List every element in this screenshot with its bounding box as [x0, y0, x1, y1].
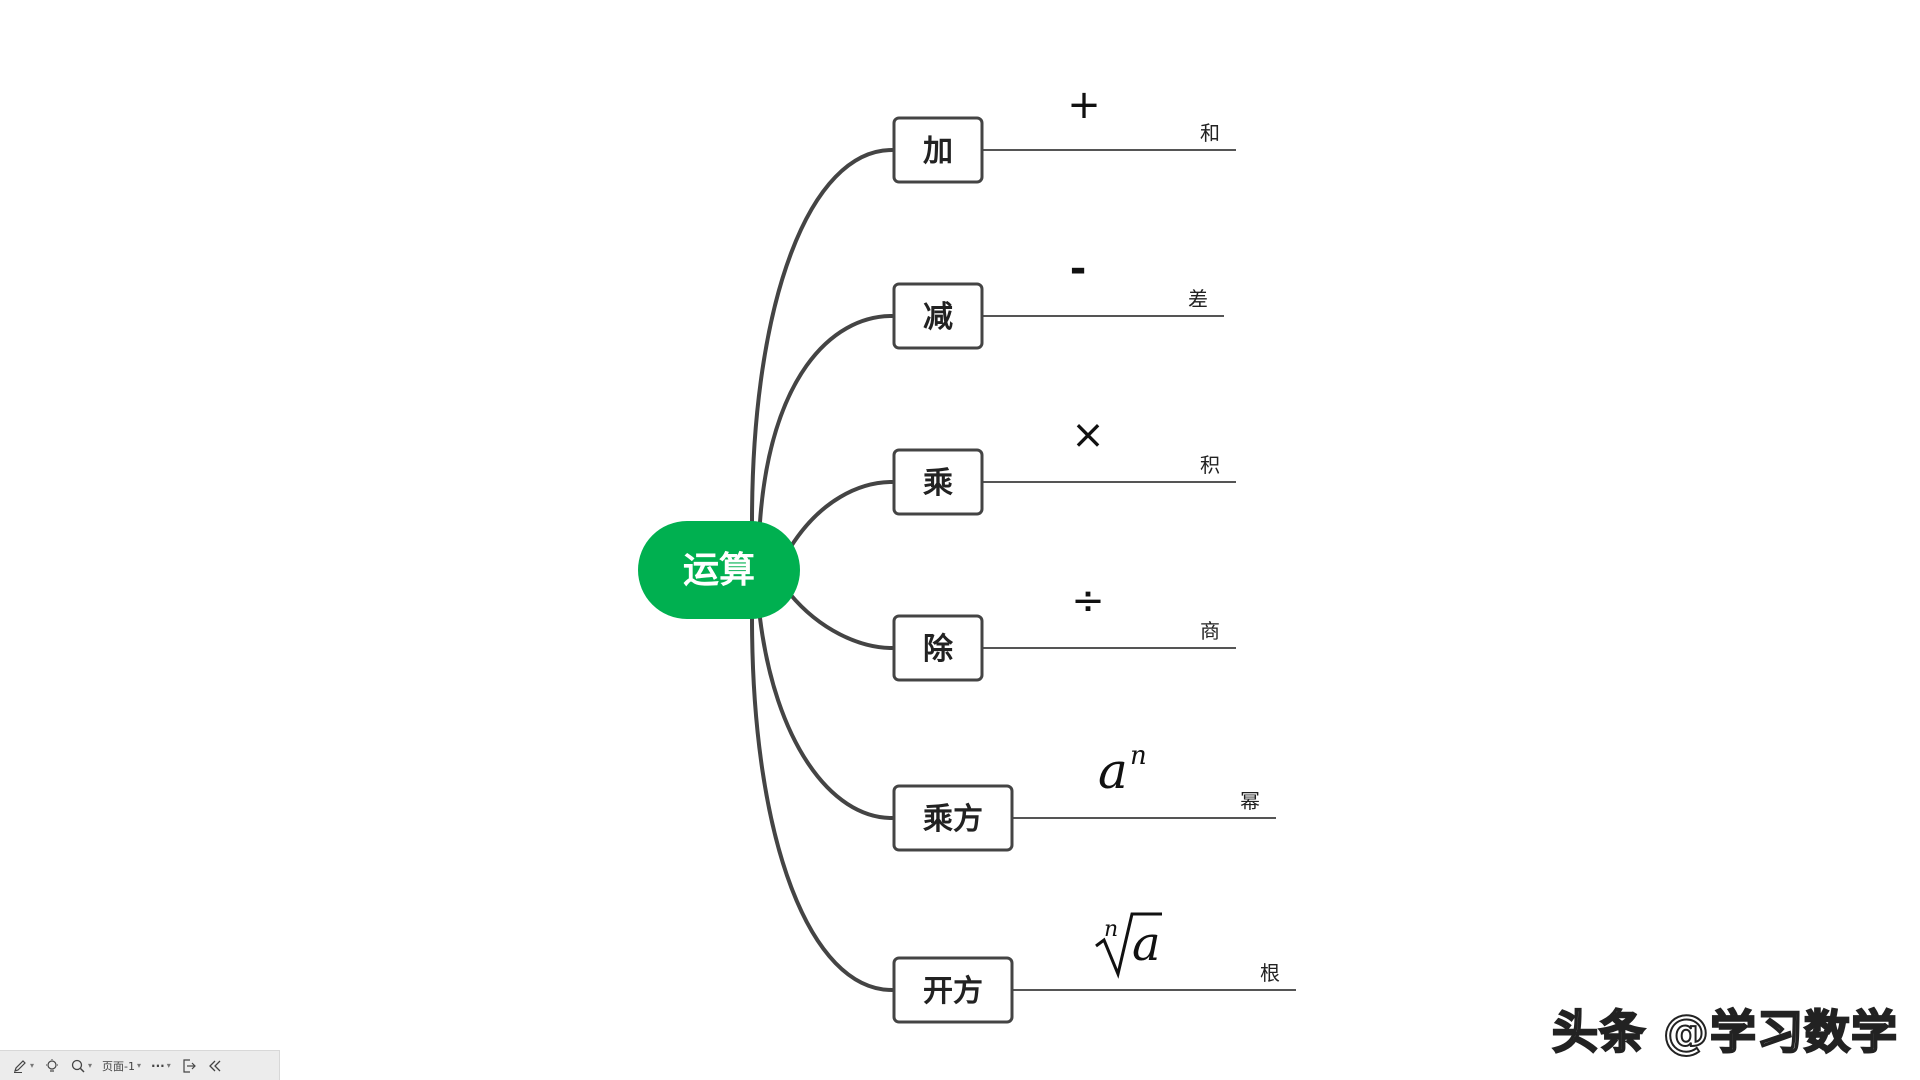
page-selector[interactable]: 页面-1 ▾ [102, 1058, 141, 1074]
result-label-mi: 幂 [1240, 789, 1260, 813]
branch-node-label: 减 [923, 300, 953, 335]
connector-lines [750, 148, 894, 992]
branch-node-label: 开方 [923, 974, 983, 1009]
result-label-ji: 积 [1200, 453, 1220, 477]
radical-sign-icon [1095, 912, 1162, 979]
power-exponent: n [1130, 741, 1147, 771]
branch-node-shape [892, 956, 1014, 1024]
chevron-down-icon: ▾ [30, 1061, 35, 1070]
branch-node-label: 乘 [923, 466, 953, 501]
branch-node-shape [892, 448, 984, 516]
bottom-toolbar: ▾ ▾ 页面-1 ▾ ··· ▾ [0, 1050, 280, 1080]
ellipsis-icon: ··· [151, 1058, 165, 1073]
branch-node-jia[interactable]: 加 [892, 116, 984, 184]
watermark: 头条 @学习数学 [1551, 1004, 1898, 1060]
branch-node-shape [892, 282, 984, 350]
root-node-label: 运算 [683, 550, 755, 591]
laser-pointer-button[interactable] [44, 1058, 60, 1074]
result-label-he: 和 [1200, 121, 1220, 145]
result-label-shang: 商 [1200, 619, 1220, 643]
branch-node-label: 乘方 [923, 802, 983, 837]
result-label-gen: 根 [1260, 961, 1280, 985]
exit-icon [183, 1058, 196, 1073]
connector-chu [788, 592, 894, 650]
branch-node-jian[interactable]: 减 [892, 282, 984, 350]
pen-icon [14, 1059, 26, 1073]
leaf-lines [982, 149, 1296, 991]
symbol-minus: - [1070, 246, 1087, 292]
pen-tool-button[interactable]: ▾ [12, 1058, 34, 1074]
branch-node-label: 加 [923, 134, 953, 169]
root-node-shape [638, 521, 800, 619]
result-label-cha: 差 [1188, 287, 1208, 311]
power-base: a [1098, 742, 1128, 800]
symbol-root: n a [1095, 912, 1162, 979]
symbol-plus: + [1067, 82, 1101, 128]
branch-node-chu[interactable]: 除 [892, 614, 984, 682]
symbol-power: a n [1098, 741, 1147, 800]
connector-jia [750, 148, 894, 524]
branch-node-shape [892, 614, 984, 682]
more-button[interactable]: ··· ▾ [151, 1059, 171, 1073]
root-index: n [1104, 917, 1118, 942]
branch-node-chengfang[interactable]: 乘方 [892, 784, 1014, 852]
lightbulb-icon [46, 1058, 59, 1072]
branch-node-cheng[interactable]: 乘 [892, 448, 984, 516]
exit-button[interactable] [181, 1058, 197, 1074]
root-node[interactable]: 运算 [638, 521, 800, 619]
collapse-button[interactable] [207, 1058, 223, 1074]
chevron-down-icon: ▾ [88, 1061, 93, 1070]
branch-node-shape [892, 784, 1014, 852]
symbol-divide: ÷ [1071, 578, 1105, 624]
connector-cheng [788, 480, 894, 550]
magnifier-icon [71, 1059, 85, 1073]
chevron-down-icon: ▾ [166, 1061, 171, 1070]
branch-node-shape [892, 116, 984, 184]
symbol-times: × [1071, 412, 1105, 458]
connector-jian [758, 314, 894, 524]
chevron-down-icon: ▾ [137, 1061, 142, 1070]
branch-node-label: 除 [923, 632, 954, 667]
zoom-button[interactable]: ▾ [70, 1058, 92, 1074]
connector-kaifang [750, 616, 894, 992]
page-selector-label: 页面-1 [102, 1059, 135, 1073]
double-chevron-left-icon [208, 1060, 221, 1071]
branch-node-kaifang[interactable]: 开方 [892, 956, 1014, 1024]
root-radicand: a [1132, 916, 1161, 972]
connector-chengfang [758, 616, 894, 820]
